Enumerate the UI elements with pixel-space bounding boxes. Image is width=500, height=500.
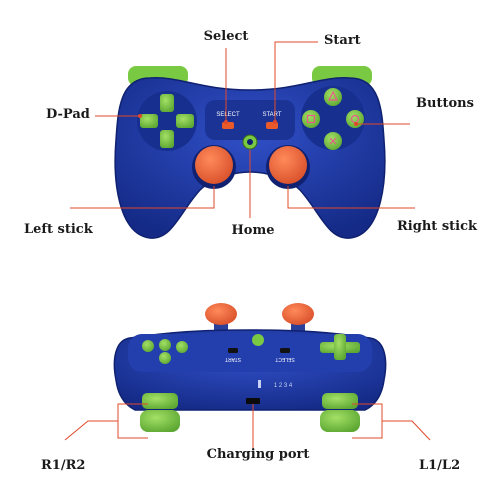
- callout-l1l2: [352, 403, 431, 441]
- dpad-down: [160, 130, 174, 148]
- back-top-face: [128, 334, 372, 372]
- usb-icon: [258, 380, 261, 388]
- front-controller: SELECT START: [114, 66, 386, 239]
- right-stick: [269, 146, 307, 184]
- left-stick: [195, 146, 233, 184]
- back-home-button: [252, 334, 264, 346]
- front-callouts: [70, 41, 415, 218]
- back-start-button: [228, 348, 238, 353]
- dpad-well: [137, 91, 197, 151]
- back-right-stick: [282, 303, 314, 325]
- l1-button: [322, 393, 358, 409]
- buttons-well: [301, 86, 365, 150]
- label-buttons: Buttons: [416, 96, 474, 111]
- triangle-icon: [328, 90, 338, 101]
- callout-r1r2: [64, 403, 148, 441]
- label-r1r2: R1/R2: [41, 458, 86, 473]
- label-start: Start: [324, 33, 361, 48]
- callout-start: [274, 41, 318, 122]
- front-callout-dots: [138, 114, 358, 126]
- label-dpad: D-Pad: [46, 107, 90, 122]
- front-home-ring: [247, 139, 253, 145]
- button-square: [302, 110, 320, 128]
- back-select-button: [280, 348, 290, 353]
- label-select: Select: [203, 29, 249, 44]
- back-face-button-2: [159, 339, 171, 351]
- back-face-button-3: [176, 341, 188, 353]
- button-triangle: [324, 88, 342, 106]
- back-face-button-4: [159, 352, 171, 364]
- led-numbers: 1 2 3 4: [274, 383, 293, 389]
- dpad-right: [176, 114, 194, 128]
- r1-button: [142, 393, 178, 409]
- dpad-up: [160, 94, 174, 112]
- back-callouts: [64, 403, 431, 448]
- label-charging-port: Charging port: [206, 447, 310, 462]
- dpad-left: [140, 114, 158, 128]
- r2-trigger: [140, 410, 180, 432]
- charging-port: [246, 398, 260, 404]
- back-face-button-1: [142, 340, 154, 352]
- front-start-print: START: [262, 112, 281, 118]
- back-left-stick: [205, 303, 237, 325]
- front-select-button: [222, 122, 234, 129]
- label-right-stick: Right stick: [397, 219, 477, 234]
- cross-icon: [329, 137, 337, 145]
- callout-right-stick: [287, 186, 415, 209]
- back-controller: START SELECT 1 2 3 4: [113, 303, 387, 432]
- label-l1l2: L1/L2: [419, 458, 461, 473]
- back-start-print: START: [225, 356, 241, 362]
- label-left-stick: Left stick: [24, 222, 93, 237]
- label-home: Home: [231, 223, 275, 238]
- back-select-print: SELECT: [275, 356, 294, 362]
- callout-left-stick: [70, 186, 215, 209]
- back-dpad-v: [334, 334, 346, 360]
- l2-trigger: [320, 410, 360, 432]
- front-center-panel: [205, 100, 295, 140]
- front-select-print: SELECT: [216, 112, 240, 118]
- square-icon: [306, 114, 316, 124]
